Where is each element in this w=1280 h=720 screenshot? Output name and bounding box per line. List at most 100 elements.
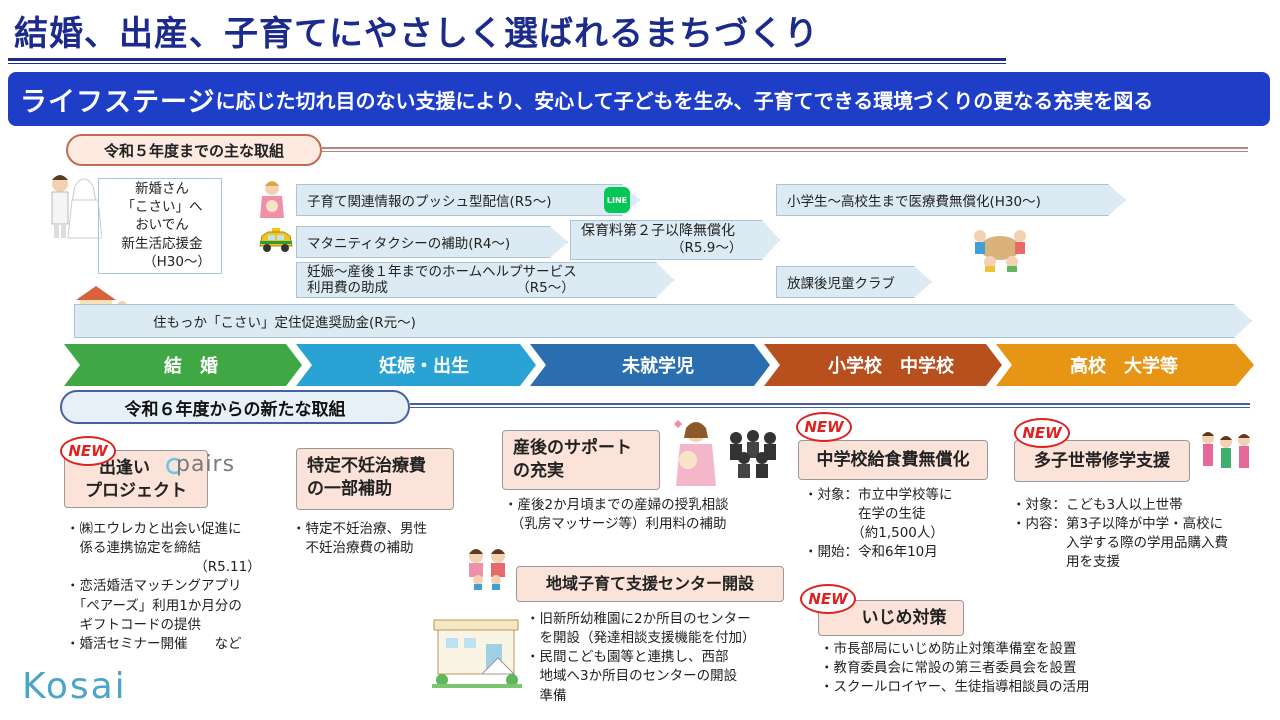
sango-title: 産後のサポート <box>513 438 632 458</box>
stage-label-preschool: 未就学児 <box>622 356 694 377</box>
bullet: 不妊治療費の補助 <box>292 540 414 557</box>
bullet: ・対象：こども3人以上世帯 <box>1012 497 1183 513</box>
mother-baby-icon <box>260 181 284 218</box>
bullet: を開設（発達相談支援機能を付加） <box>526 630 756 647</box>
settle-text: 住もっか「こさい」定住促進奨励金(R元～) <box>153 315 416 331</box>
bullet: ・㈱エウレカと出会い促進に <box>66 521 242 537</box>
life-stage-timeline: 結 婚 妊娠・出生 未就学児 小学校 中学校 高校 大学等 <box>64 344 1254 386</box>
stage-label-marriage: 結 婚 <box>164 356 218 377</box>
center-bullets: ・旧新所幼稚園に2か所目のセンター を開設（発達相談支援機能を付加） ・民間こど… <box>526 610 756 706</box>
funin-title: 特定不妊治療費 <box>307 456 426 476</box>
pairs-logo: pairs <box>176 452 236 477</box>
bullet: 係る連携協定を締結 <box>66 540 201 557</box>
sango-support-box: 産後のサポート の充実 <box>502 430 660 490</box>
bullet: ・市長部局にいじめ防止対策準備室を設置 <box>820 641 1077 657</box>
center-box: 地域子育て支援センター開設 <box>516 566 784 602</box>
medical-text: 小学生～高校生まで医療費無償化(H30～) <box>787 194 1041 210</box>
taxi-icon <box>259 228 293 252</box>
bullet: 用を支援 <box>1012 554 1120 571</box>
stage-chevron <box>64 344 302 386</box>
bullet: ギフトコードの提供 <box>66 616 201 633</box>
deai-title: プロジェクト <box>85 480 187 501</box>
kyushoku-title: 中学校給食費無償化 <box>816 449 970 470</box>
bullet: ・民間こども園等と連携し、西部 <box>526 649 729 666</box>
crowd-people-icon <box>730 430 776 478</box>
center-title: 地域子育て支援センター開設 <box>545 574 754 594</box>
tashi-title: 多子世帯修学支援 <box>1034 450 1170 471</box>
new-badge: NEW <box>1014 418 1070 448</box>
homehelp-text: 利用費の助成 （R5～） <box>307 280 575 296</box>
tashi-bullets: ・対象：こども3人以上世帯 ・内容：第3子以降が中学・高校に 入学する際の学用品… <box>1012 496 1228 573</box>
bullet: ・対象：市立中学校等に <box>804 487 953 503</box>
medical-arrow: 小学生～高校生まで医療費無償化(H30～) <box>776 184 1126 216</box>
title-underline-thin <box>8 63 1006 64</box>
parents-children-icon <box>469 549 505 590</box>
children-playing-icon <box>974 230 1026 272</box>
deai-bullets: ・㈱エウレカと出会い促進に 係る連携協定を締結 （R5.11） ・恋活婚活マッチ… <box>66 520 261 654</box>
push-info-arrow: 子育て関連情報のプッシュ型配信(R5～) <box>296 184 640 216</box>
title-underline <box>8 58 1006 61</box>
new-badge: NEW <box>796 412 852 442</box>
bullet: 在学の生徒 <box>804 506 926 523</box>
settle-arrow: 住もっか「こさい」定住促進奨励金(R元～) <box>74 304 1252 338</box>
new-section-rule <box>410 403 1250 408</box>
kyushoku-box: 中学校給食費無償化 <box>798 440 988 480</box>
newlywed-line: 新婚さん <box>135 181 189 197</box>
kyushoku-bullets: ・対象：市立中学校等に 在学の生徒 （約1,500人） ・開始：令和6年10月 <box>804 486 953 563</box>
bullet: （約1,500人） <box>804 525 944 542</box>
afterschool-text: 放課後児童クラブ <box>787 276 895 292</box>
banner-lead: ライフステージ <box>20 86 216 118</box>
bullet: ・特定不妊治療、男性 <box>292 521 427 537</box>
bullet: ・旧新所幼稚園に2か所目のセンター <box>526 611 751 627</box>
kosai-logo: Kosai <box>22 666 127 707</box>
bullet: ・内容：第3子以降が中学・高校に <box>1012 516 1224 533</box>
kindergarten-building-icon <box>432 619 522 688</box>
stage-label-school: 小学校 中学校 <box>828 356 954 377</box>
newlywed-line: おいでん <box>135 217 189 234</box>
funin-title: の一部補助 <box>307 478 392 499</box>
three-children-icon <box>1202 432 1250 468</box>
sango-title: の充実 <box>513 460 564 481</box>
deai-project-box: 出逢い プロジェクト <box>64 450 208 508</box>
nursery-fee-period: （R5.9～） <box>671 240 743 257</box>
stage-label-highschool: 高校 大学等 <box>1070 356 1178 377</box>
bullet: ・産後2か月頃までの産婦の授乳相談 <box>504 497 729 513</box>
new-badge: NEW <box>60 436 116 466</box>
deai-title: 出逢い <box>99 458 150 478</box>
vision-banner: ライフステージ に応じた切れ目のない支援により、安心して子どもを生み、子育てでき… <box>8 72 1270 126</box>
ijime-title: いじめ対策 <box>861 607 947 628</box>
push-info-text: 子育て関連情報のプッシュ型配信(R5～) <box>307 194 552 210</box>
bullet: ・スクールロイヤー、生徒指導相談員の活用 <box>820 679 1090 696</box>
stage-chevron <box>296 344 536 386</box>
funin-bullets: ・特定不妊治療、男性 不妊治療費の補助 <box>292 520 427 558</box>
maternity-taxi-arrow: マタニティタクシーの補助(R4～) <box>296 226 568 258</box>
bullet: ・恋活婚活マッチングアプリ <box>66 578 242 595</box>
wedding-couple-icon <box>51 175 102 239</box>
past-section-label: 令和５年度までの主な取組 <box>66 134 322 166</box>
tashi-box: 多子世帯修学支援 <box>1014 440 1190 482</box>
bullet: 「ペアーズ」利用1か月分の <box>66 597 242 614</box>
sango-bullets: ・産後2か月頃までの産婦の授乳相談 （乳房マッサージ等）利用料の補助 <box>504 496 729 534</box>
nursery-fee-text: 保育料第２子以降無償化 <box>581 222 735 239</box>
bullet: （R5.11） <box>66 559 261 576</box>
bullet: ・婚活セミナー開催 など <box>66 635 242 652</box>
bullet: 入学する際の学用品購入費 <box>1012 535 1228 552</box>
bullet: （乳房マッサージ等）利用料の補助 <box>504 516 727 533</box>
newlywed-line: 「こさい」へ <box>121 199 203 216</box>
banner-text: に応じた切れ目のない支援により、安心して子どもを生み、子育てできる環境づくりの更… <box>215 88 1154 113</box>
past-section-rule <box>322 147 1248 152</box>
newlywed-support: 新婚さん 「こさい」へ おいでん 新生活応援金 （H30～） <box>106 180 218 271</box>
stage-chevron <box>996 344 1254 386</box>
homehelp-text: 妊娠～産後１年までのホームヘルプサービス <box>307 263 577 280</box>
stage-chevrons <box>64 344 1254 386</box>
afterschool-arrow: 放課後児童クラブ <box>776 266 932 298</box>
stage-chevron <box>530 344 770 386</box>
newlywed-frame <box>98 178 222 274</box>
funin-box: 特定不妊治療費 の一部補助 <box>296 448 454 510</box>
new-badge: NEW <box>800 584 856 614</box>
stage-label-birth: 妊娠・出生 <box>379 356 469 377</box>
mother-nursing-icon <box>674 420 716 486</box>
bullet: 準備 <box>526 687 567 704</box>
homehelp-arrow: 妊娠～産後１年までのホームヘルプサービス 利用費の助成 （R5～） <box>296 262 674 298</box>
newlywed-line: （H30～） <box>143 253 211 270</box>
